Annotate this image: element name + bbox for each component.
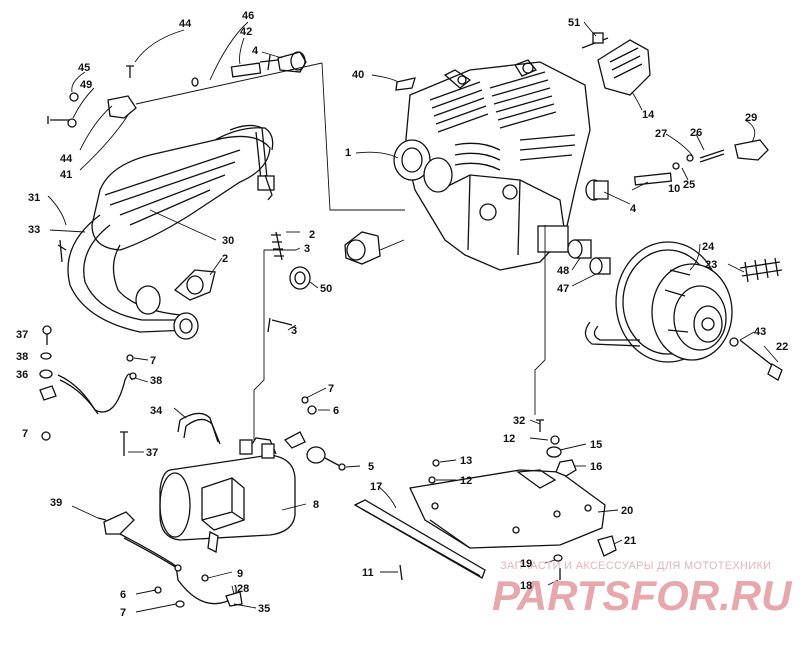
oil-tank	[159, 412, 346, 553]
callout-35: 35	[258, 603, 270, 615]
callout-43: 43	[754, 326, 766, 338]
callout-2b: 2	[309, 229, 315, 241]
callout-6b: 6	[120, 589, 126, 601]
callout-1: 1	[345, 147, 351, 159]
callout-15: 15	[590, 439, 602, 451]
drive-shaft-parts	[567, 172, 673, 275]
callout-44b: 44	[60, 153, 73, 165]
callout-47: 47	[557, 283, 569, 295]
callout-7c: 7	[22, 428, 28, 440]
callout-21: 21	[624, 535, 636, 547]
callout-7a: 7	[150, 355, 156, 367]
callout-16: 16	[590, 461, 602, 473]
callout-12a: 12	[503, 433, 515, 445]
callout-38a: 38	[16, 351, 28, 363]
callout-26: 26	[690, 127, 702, 139]
callout-36: 36	[16, 369, 28, 381]
callout-40: 40	[352, 69, 364, 81]
callout-39: 39	[50, 497, 62, 509]
gasket-part	[395, 77, 416, 91]
exhaust-expansion-chamber	[57, 124, 275, 340]
watermark-logo-text: PARTSFOR.RU	[492, 572, 793, 619]
callout-24: 24	[702, 241, 715, 253]
watermark-tagline: ЗАПЧАСТИ И АКСЕССУАРЫ ДЛЯ МОТОТЕХНИКИ	[500, 560, 771, 572]
callout-31: 31	[28, 192, 40, 204]
callout-51: 51	[568, 17, 580, 29]
callout-8: 8	[313, 499, 319, 511]
manifold-flange	[267, 231, 381, 333]
callout-46: 46	[242, 10, 254, 22]
callout-5: 5	[368, 461, 374, 473]
callout-9: 9	[237, 568, 243, 580]
callout-23: 23	[705, 259, 717, 271]
callout-18: 18	[520, 580, 532, 592]
callout-42: 42	[240, 26, 252, 38]
top-hardware	[47, 51, 307, 128]
callout-20: 20	[621, 505, 633, 517]
engine-mount-plate	[353, 419, 617, 581]
callout-49: 49	[80, 79, 92, 91]
callout-37b: 37	[146, 447, 158, 459]
callout-13: 13	[460, 455, 472, 467]
callout-17: 17	[370, 481, 382, 493]
callout-41: 41	[60, 169, 72, 181]
callout-32: 32	[513, 415, 525, 427]
callout-7b: 7	[328, 383, 334, 395]
callout-7d: 7	[120, 607, 126, 619]
callout-45: 45	[78, 62, 90, 74]
callout-3b: 3	[291, 325, 297, 337]
watermark: ЗАПЧАСТИ И АКСЕССУАРЫ ДЛЯ МОТОТЕХНИКИ PA…	[492, 560, 793, 619]
callout-25: 25	[683, 179, 695, 191]
engine-assembly	[393, 59, 591, 271]
callout-3a: 3	[304, 243, 310, 255]
callout-4b: 4	[630, 203, 637, 215]
callout-34: 34	[150, 405, 163, 417]
left-mount-parts	[39, 325, 317, 456]
lower-cable-parts	[97, 511, 243, 608]
bracket-assembly	[672, 139, 769, 170]
callout-28: 28	[237, 583, 249, 595]
callout-44a: 44	[179, 18, 192, 30]
callout-11: 11	[362, 567, 374, 579]
callout-30: 30	[222, 235, 234, 247]
callout-12b: 12	[460, 475, 472, 487]
clutch-assembly	[584, 241, 783, 381]
callout-38b: 38	[150, 375, 162, 387]
callout-6a: 6	[333, 405, 339, 417]
callout-19: 19	[520, 558, 532, 570]
callout-22: 22	[776, 341, 788, 353]
callout-27: 27	[655, 128, 667, 140]
callout-33: 33	[28, 224, 40, 236]
pulley-cover	[581, 32, 651, 96]
callout-37a: 37	[16, 329, 28, 341]
callout-50: 50	[320, 283, 332, 295]
leader-lines	[47, 21, 779, 613]
callout-2a: 2	[222, 253, 228, 265]
callout-labels: 44 46 42 4 45 49 44 41 40 51 14 1 29 27 …	[16, 10, 788, 619]
callout-29: 29	[745, 112, 757, 124]
callout-48: 48	[557, 265, 569, 277]
callout-4a: 4	[252, 45, 259, 57]
callout-14: 14	[642, 109, 655, 121]
callout-10: 10	[668, 183, 680, 195]
